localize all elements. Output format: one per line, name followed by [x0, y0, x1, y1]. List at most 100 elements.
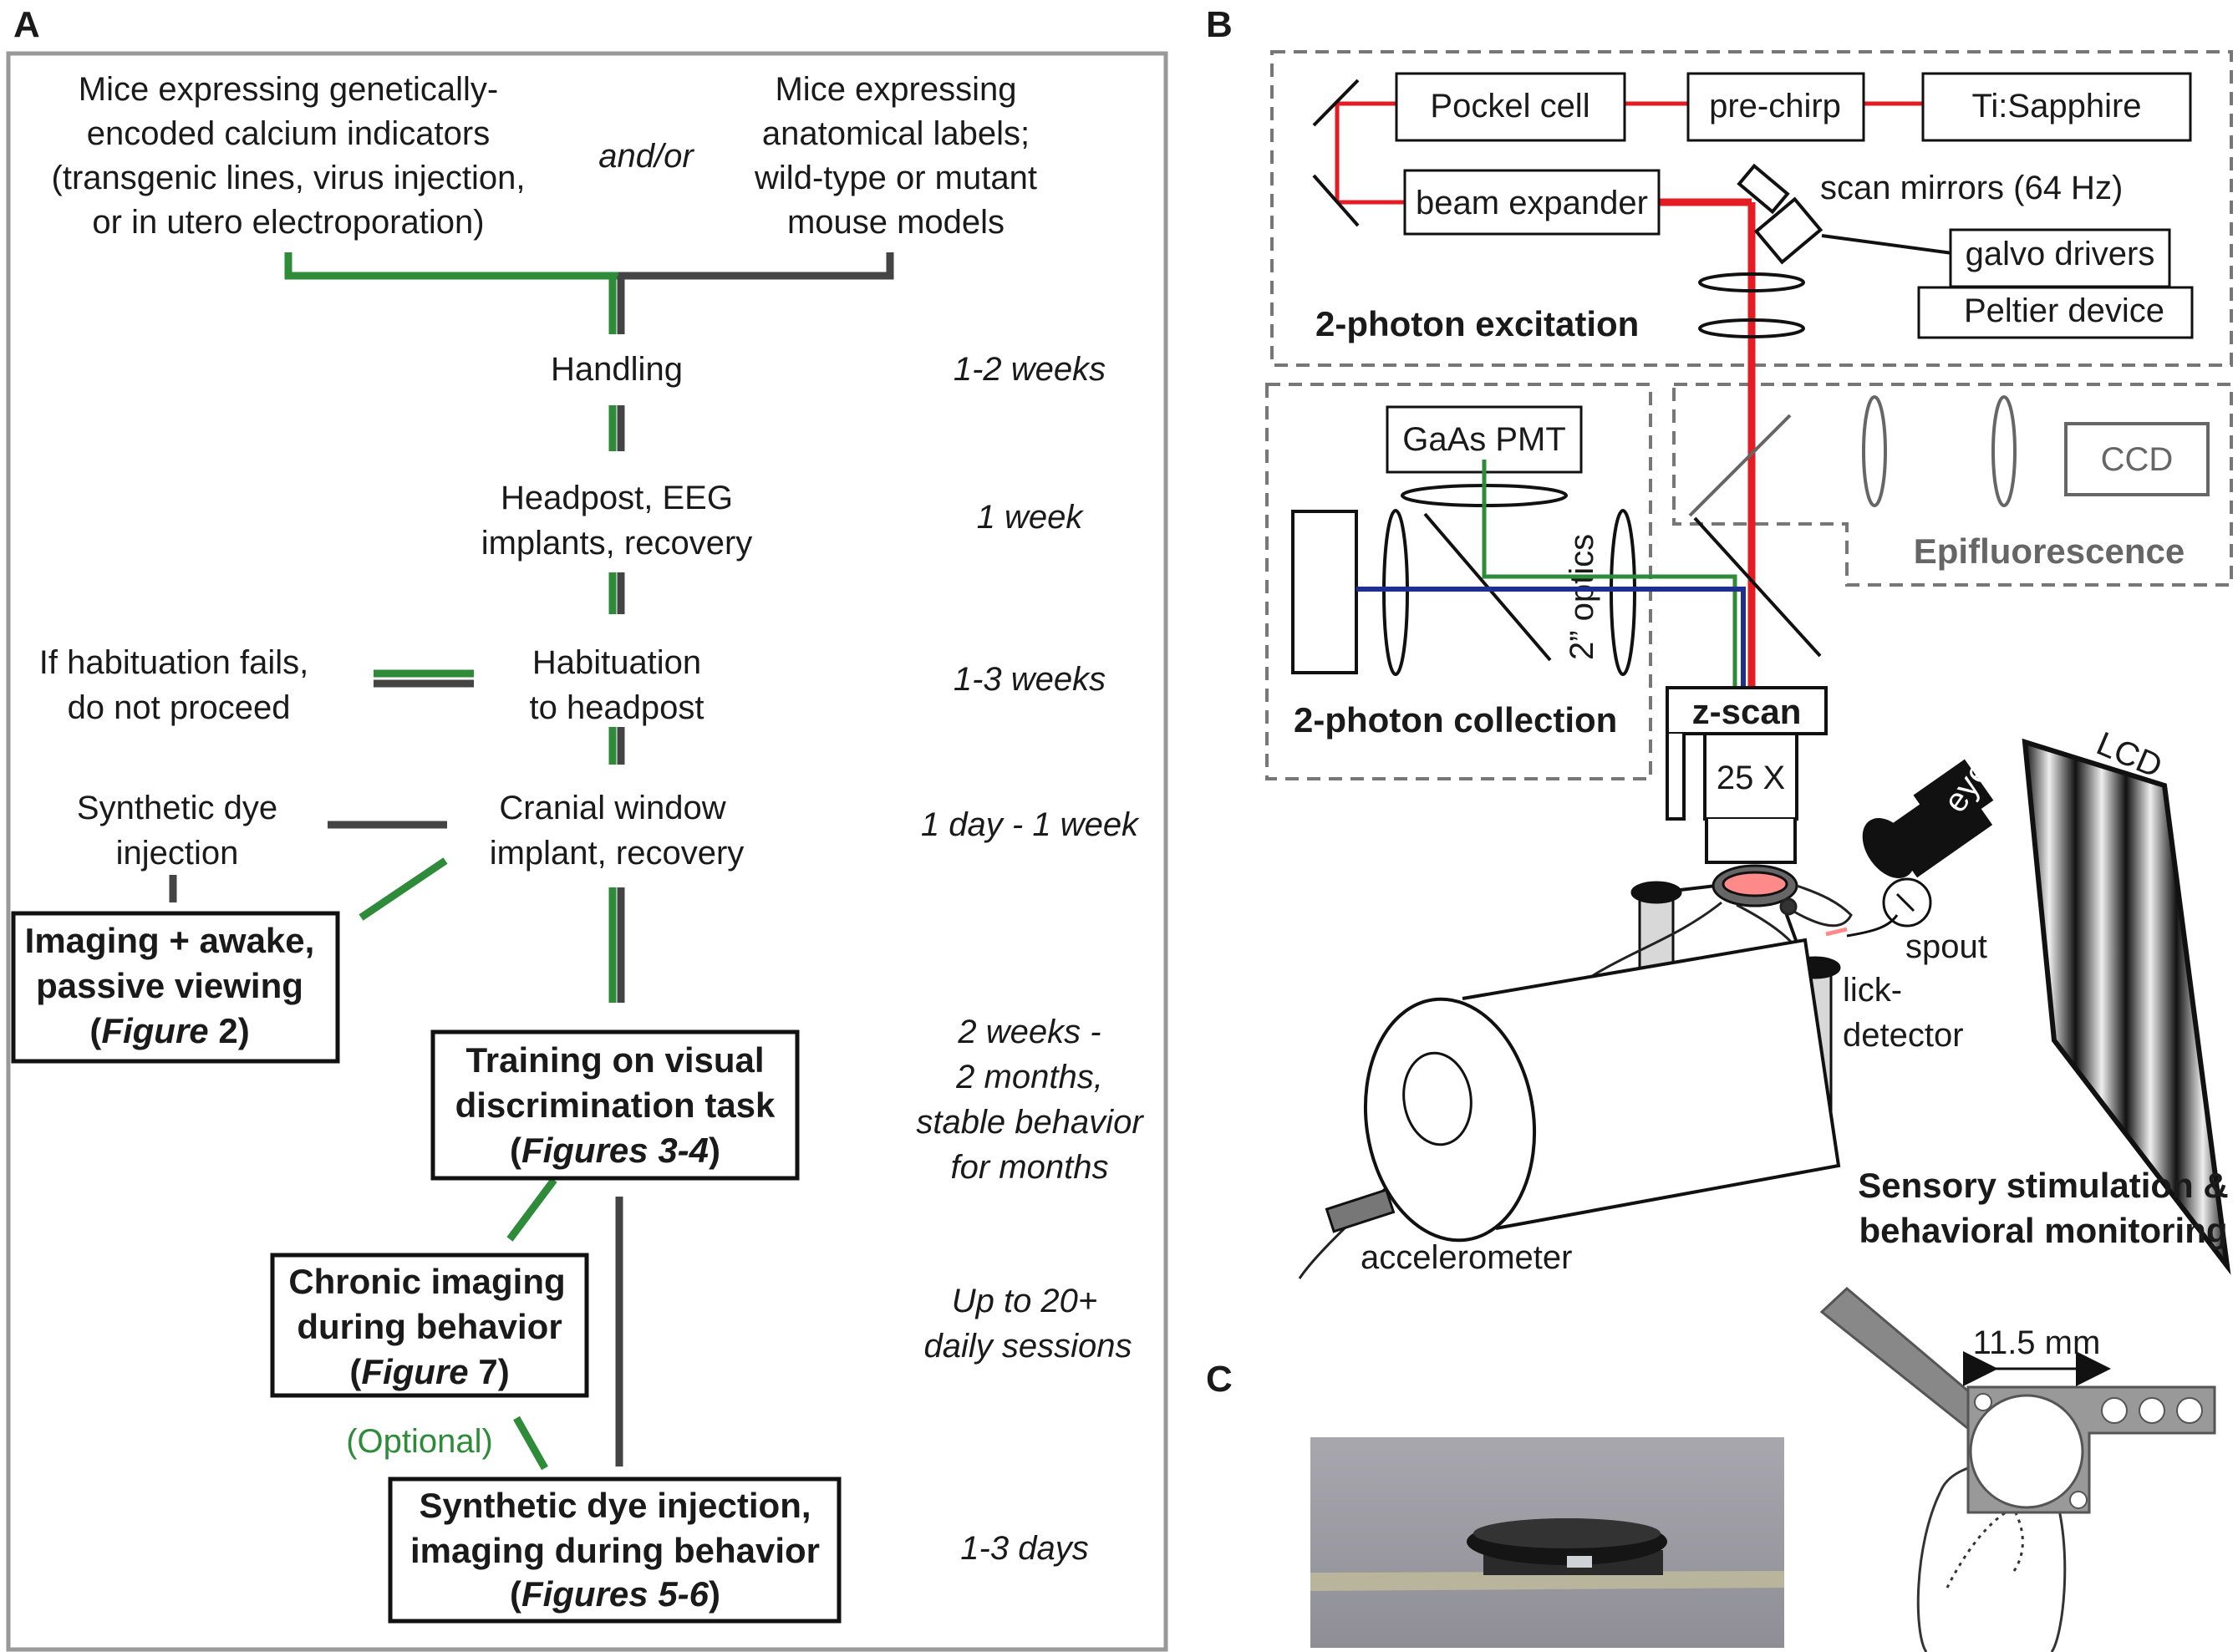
- eye-camera-icon: eye: [1862, 754, 1997, 879]
- time-cranial: 1 day - 1 week: [921, 806, 1140, 843]
- svg-text:Training on visual: Training on visual: [465, 1040, 764, 1080]
- svg-text:daily sessions: daily sessions: [923, 1328, 1132, 1365]
- svg-text:pre-chirp: pre-chirp: [1709, 88, 1841, 125]
- svg-text:(Figure 2): (Figure 2): [89, 1011, 249, 1050]
- svg-text:Imaging + awake,: Imaging + awake,: [25, 921, 315, 960]
- svg-text:do not proceed: do not proceed: [68, 689, 291, 726]
- svg-text:(transgenic lines, virus injec: (transgenic lines, virus injection,: [52, 160, 526, 196]
- svg-text:z-scan: z-scan: [1692, 692, 1802, 731]
- box-training: Training on visual discrimination task (…: [430, 1029, 800, 1181]
- mice-anatomical-text: Mice expressing anatomical labels; wild-…: [754, 71, 1037, 241]
- ccd-box: CCD: [2064, 422, 2210, 496]
- svg-text:implant, recovery: implant, recovery: [490, 835, 745, 872]
- ir-detector: [1291, 510, 1358, 674]
- optional-label: (Optional): [346, 1423, 493, 1460]
- svg-text:injection: injection: [116, 835, 239, 872]
- stage-handling: Handling: [551, 351, 683, 388]
- beam-expander-box: beam expander: [1403, 169, 1661, 236]
- mice-gcamp-text: Mice expressing genetically- encoded cal…: [52, 71, 526, 241]
- svg-text:during behavior: during behavior: [297, 1307, 562, 1346]
- pmt-box: GaAs PMT: [1386, 405, 1583, 474]
- panel-a-border: [6, 51, 1168, 1652]
- svg-text:Peltier device: Peltier device: [1964, 292, 2164, 329]
- lick-detector-label: lick- detector: [1843, 972, 1964, 1054]
- zscan-box: z-scan: [1666, 686, 1828, 735]
- optics-label: 2” optics: [1564, 534, 1600, 660]
- time-handling: 1-2 weeks: [954, 351, 1106, 388]
- box-chronic: Chronic imaging during behavior (Figure …: [270, 1253, 589, 1398]
- svg-text:Habituation: Habituation: [532, 644, 701, 681]
- scan-lenses: [1698, 272, 1805, 338]
- epi-optics: [1688, 395, 2017, 517]
- svg-text:Cranial window: Cranial window: [499, 790, 725, 826]
- svg-text:for months: for months: [951, 1149, 1109, 1186]
- epi-region: [1672, 383, 2233, 587]
- svg-text:Synthetic dye injection,: Synthetic dye injection,: [419, 1486, 811, 1525]
- svg-text:to headpost: to headpost: [529, 689, 704, 726]
- stage-cranial: Cranial window implant, recovery: [490, 790, 745, 872]
- stage-headpost: Headpost, EEG implants, recovery: [481, 480, 753, 562]
- emission-path: [1356, 460, 1746, 700]
- flow-connectors: [169, 252, 894, 1471]
- laser-path: [1335, 101, 1923, 700]
- collection-label: 2-photon collection: [1294, 700, 1617, 740]
- svg-text:discrimination task: discrimination task: [455, 1085, 776, 1125]
- svg-text:GaAs PMT: GaAs PMT: [1402, 421, 1566, 458]
- box-synthetic-behavior: Synthetic dye injection, imaging during …: [388, 1477, 842, 1624]
- svg-text:behavioral monitoring: behavioral monitoring: [1859, 1211, 2227, 1250]
- objective-icon: [1666, 732, 1798, 864]
- sensory-label: Sensory stimulation & behavioral monitor…: [1858, 1166, 2228, 1250]
- svg-text:stable behavior: stable behavior: [916, 1104, 1144, 1141]
- panel-label-b: B: [1206, 4, 1233, 45]
- panel-label-c: C: [1206, 1359, 1233, 1400]
- time-chronic: Up to 20+ daily sessions: [923, 1283, 1132, 1365]
- svg-text:(Figure 7): (Figure 7): [349, 1352, 509, 1391]
- svg-text:Up to 20+: Up to 20+: [952, 1283, 1098, 1319]
- epi-dichroic: [1693, 516, 1822, 658]
- panel-label-a: A: [13, 4, 40, 45]
- svg-text:or in utero electroporation): or in utero electroporation): [92, 204, 484, 241]
- svg-text:2 weeks -: 2 weeks -: [957, 1014, 1101, 1050]
- scan-mirrors-icon: [1737, 163, 1953, 265]
- synthetic-dye-text: Synthetic dye injection: [77, 790, 277, 872]
- stage-habituation: Habituation to headpost: [529, 644, 704, 726]
- hab-fail-text: If habituation fails, do not proceed: [39, 644, 308, 726]
- mirror-symbols: [1312, 79, 1360, 227]
- collection-lens-right: [1610, 509, 1636, 676]
- collection-region: [1265, 383, 1652, 780]
- headpost-photo: [1310, 1437, 1784, 1648]
- svg-text:2 months,: 2 months,: [955, 1059, 1103, 1095]
- galvo-drivers-box: galvo drivers: [1949, 228, 2171, 288]
- epi-label: Epifluorescence: [1914, 531, 2185, 571]
- time-training: 2 weeks - 2 months, stable behavior for …: [916, 1014, 1144, 1186]
- accelerometer-label: accelerometer: [1361, 1239, 1572, 1276]
- accelerometer-icon: [1325, 1188, 1396, 1233]
- svg-text:anatomical labels;: anatomical labels;: [762, 115, 1030, 152]
- svg-text:CCD: CCD: [2101, 441, 2174, 478]
- pre-chirp-box: pre-chirp: [1686, 72, 1865, 142]
- time-headpost: 1 week: [977, 499, 1085, 536]
- svg-text:Pockel cell: Pockel cell: [1430, 88, 1589, 125]
- pockel-cell-box: Pockel cell: [1395, 72, 1626, 142]
- svg-text:mouse models: mouse models: [787, 204, 1005, 241]
- spout-icon: [1825, 877, 1932, 938]
- scan-mirrors-label: scan mirrors (64 Hz): [1820, 170, 2123, 206]
- scale-label: 11.5 mm: [1973, 1324, 2101, 1361]
- svg-text:If habituation fails,: If habituation fails,: [39, 644, 308, 681]
- svg-text:wild-type or mutant: wild-type or mutant: [754, 160, 1037, 196]
- box-imaging-awake: Imaging + awake, passive viewing (Figure…: [11, 911, 340, 1064]
- lcd-screen: LCD: [2022, 725, 2231, 1275]
- and-or-text: and/or: [598, 138, 694, 175]
- svg-text:Mice expressing: Mice expressing: [775, 71, 1016, 108]
- excitation-region: [1270, 50, 2233, 367]
- excitation-label: 2-photon excitation: [1315, 304, 1639, 343]
- time-habituation: 1-3 weeks: [954, 661, 1106, 698]
- tisapphire-box: Ti:Sapphire: [1921, 72, 2192, 142]
- svg-text:Ti:Sapphire: Ti:Sapphire: [1971, 88, 2141, 125]
- svg-text:(Figures 5-6): (Figures 5-6): [510, 1574, 720, 1614]
- svg-text:beam expander: beam expander: [1416, 185, 1648, 221]
- svg-text:Chronic imaging: Chronic imaging: [288, 1262, 565, 1301]
- objective-label: 25 X: [1717, 760, 1785, 796]
- time-synthetic-behavior: 1-3 days: [960, 1530, 1088, 1567]
